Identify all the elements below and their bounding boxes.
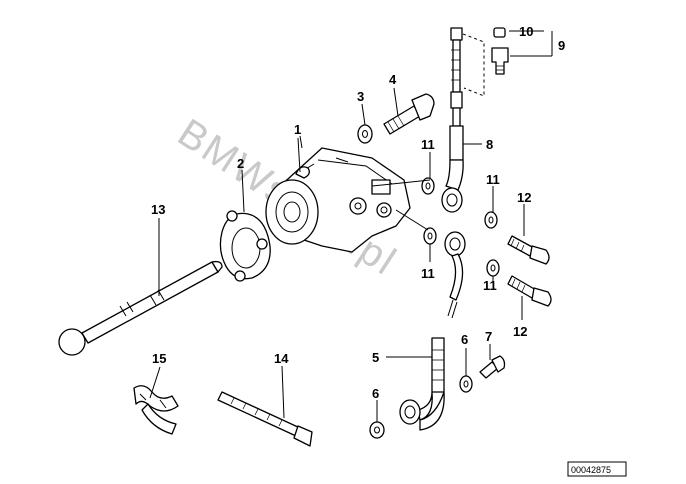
part-6-washer-lower <box>369 421 385 439</box>
callout-6-a: 6 <box>461 332 468 347</box>
callout-8: 8 <box>486 137 493 152</box>
part-6-washer-upper <box>459 375 473 393</box>
callout-5: 5 <box>372 350 379 365</box>
callout-6-b: 6 <box>372 386 379 401</box>
part-11-washer-c <box>423 227 437 245</box>
callout-11-a: 11 <box>421 137 435 152</box>
part-12-bolt-upper <box>507 235 550 265</box>
callout-4: 4 <box>389 72 397 87</box>
part-11-washer-b <box>484 211 498 229</box>
part-14-cable-tie <box>217 391 313 447</box>
part-10-bleed-cap <box>493 27 506 38</box>
part-4-bolt <box>383 93 435 135</box>
part-5-hose-lower <box>399 231 466 431</box>
callout-12-a: 12 <box>517 190 531 205</box>
callout-15: 15 <box>152 351 166 366</box>
leader-lines <box>149 30 553 422</box>
callout-7: 7 <box>485 329 492 344</box>
callout-1: 1 <box>294 122 301 137</box>
part-1-slave-cylinder <box>265 147 411 253</box>
callout-2: 2 <box>237 156 244 171</box>
part-12-bolt-lower <box>507 275 552 307</box>
callout-9: 9 <box>558 38 565 53</box>
callout-11-c: 11 <box>421 266 435 281</box>
callout-3: 3 <box>357 89 364 104</box>
callout-13: 13 <box>151 202 165 217</box>
part-9-bleed-screw <box>491 47 509 75</box>
part-13-pushrod <box>58 260 223 356</box>
part-7-bleed-screw <box>479 355 506 379</box>
part-3-washer <box>357 124 373 144</box>
part-11-washer-d <box>486 259 500 277</box>
part-11-washer-a <box>421 177 435 195</box>
part-15-hose-clip <box>133 385 179 435</box>
part-2-gasket <box>219 210 271 282</box>
callout-14: 14 <box>274 351 289 366</box>
reference-number: 00042875 <box>571 465 611 475</box>
callout-11-d: 11 <box>483 278 497 293</box>
reference-number-box: 00042875 <box>567 461 627 477</box>
part-8-hose-upper <box>441 27 464 213</box>
callout-11-b: 11 <box>486 172 500 187</box>
callout-10: 10 <box>519 24 533 39</box>
callout-12-b: 12 <box>513 324 527 339</box>
